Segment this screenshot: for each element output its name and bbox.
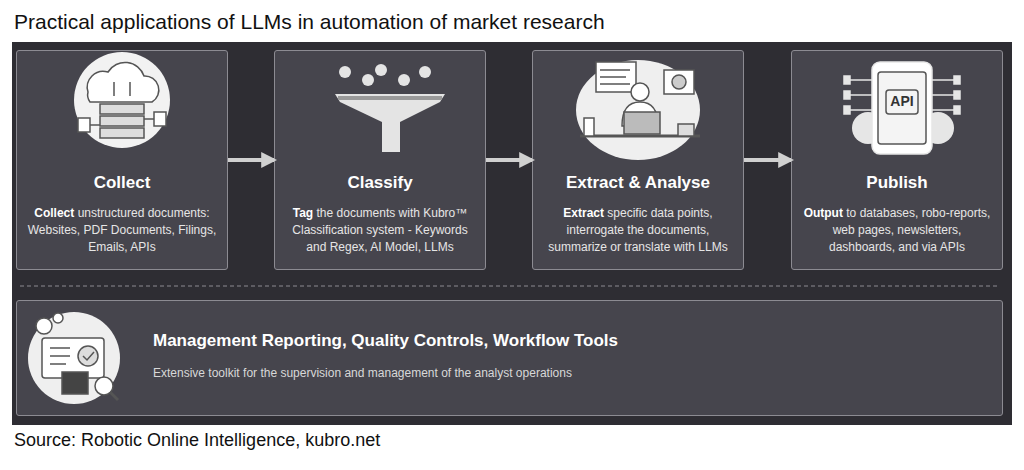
box-heading: Classify bbox=[283, 173, 477, 193]
flow-arrow bbox=[228, 158, 274, 162]
box-heading: Publish bbox=[800, 173, 994, 193]
box-heading: Extract & Analyse bbox=[541, 173, 735, 193]
box-body: Collect unstructured documents: Websites… bbox=[27, 205, 217, 256]
box-body: Extract specific data points, interrogat… bbox=[543, 205, 733, 256]
box-body: Tag the documents with Kubro™ Classifica… bbox=[285, 205, 475, 256]
box-heading: Management Reporting, Quality Controls, … bbox=[153, 331, 990, 351]
box-body: Extensive toolkit for the supervision an… bbox=[153, 365, 990, 382]
box-heading: Collect bbox=[25, 173, 219, 193]
icon-label: API bbox=[872, 93, 932, 109]
flow-arrow bbox=[486, 158, 532, 162]
flow-arrow bbox=[744, 158, 791, 162]
box-body: Output to databases, robo-reports, web p… bbox=[802, 205, 992, 256]
toolkit-box: Management Reporting, Quality Controls, … bbox=[16, 300, 1003, 416]
process-box: Extract & AnalyseExtract specific data p… bbox=[532, 50, 744, 270]
process-box: ClassifyTag the documents with Kubro™ Cl… bbox=[274, 50, 486, 270]
process-box: CollectCollect unstructured documents: W… bbox=[16, 50, 228, 270]
source-caption: Source: Robotic Online Intelligence, kub… bbox=[14, 430, 380, 451]
process-box: PublishOutput to databases, robo-reports… bbox=[791, 50, 1003, 270]
diagram-title: Practical applications of LLMs in automa… bbox=[14, 10, 605, 34]
